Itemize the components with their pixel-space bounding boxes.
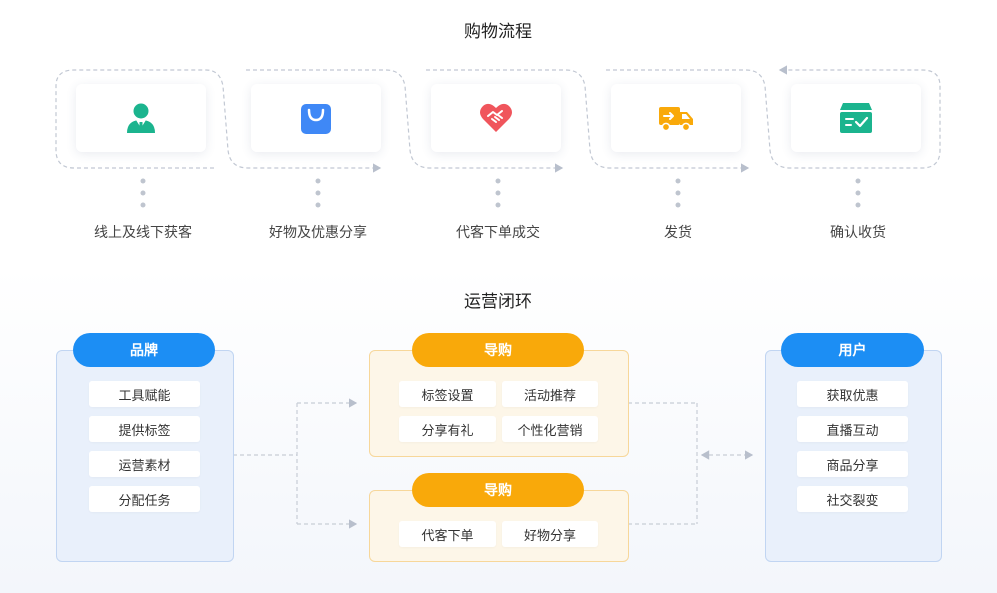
receipt-box-icon: [840, 103, 872, 133]
user-item-product-share[interactable]: 商品分享: [797, 451, 908, 477]
guide-item-personal-marketing[interactable]: 个性化营销: [502, 416, 598, 442]
brand-item-assign-task[interactable]: 分配任务: [89, 486, 200, 512]
step-label-acquire: 线上及线下获客: [94, 225, 192, 241]
user-item-social-fission[interactable]: 社交裂变: [797, 486, 908, 512]
user-item-get-discount[interactable]: 获取优惠: [797, 381, 908, 407]
step-card-share[interactable]: [251, 84, 381, 152]
guide-item-activity-recommend[interactable]: 活动推荐: [502, 381, 598, 407]
step-card-acquire[interactable]: [76, 84, 206, 152]
brand-item-tool-enable[interactable]: 工具赋能: [89, 381, 200, 407]
guide-top-pill[interactable]: 导购: [412, 333, 584, 367]
step-label-share: 好物及优惠分享: [269, 225, 367, 241]
step-label-ship: 发货: [664, 225, 692, 241]
brand-item-operation-material[interactable]: 运营素材: [89, 451, 200, 477]
step-label-receive: 确认收货: [830, 225, 886, 241]
brand-pill[interactable]: 品牌: [73, 333, 215, 367]
guide-item-good-share[interactable]: 好物分享: [502, 521, 598, 547]
step-card-receive[interactable]: [791, 84, 921, 152]
guide-bottom-pill[interactable]: 导购: [412, 473, 584, 507]
step-card-ship[interactable]: [611, 84, 741, 152]
step-label-order: 代客下单成交: [456, 225, 540, 241]
delivery-truck-icon: [659, 107, 693, 132]
shopping-bag-icon: [301, 104, 331, 134]
brand-item-provide-tags[interactable]: 提供标签: [89, 416, 200, 442]
user-item-live-interaction[interactable]: 直播互动: [797, 416, 908, 442]
guide-item-share-gift[interactable]: 分享有礼: [399, 416, 496, 442]
shopping-flow-title: 购物流程: [464, 22, 532, 42]
guide-item-tag-setting[interactable]: 标签设置: [399, 381, 496, 407]
operation-loop-title: 运营闭环: [464, 292, 532, 312]
user-badge-icon: [127, 103, 155, 133]
guide-item-place-order[interactable]: 代客下单: [399, 521, 496, 547]
step-card-order[interactable]: [431, 84, 561, 152]
user-pill[interactable]: 用户: [781, 333, 924, 367]
heart-handshake-icon: [480, 103, 512, 132]
